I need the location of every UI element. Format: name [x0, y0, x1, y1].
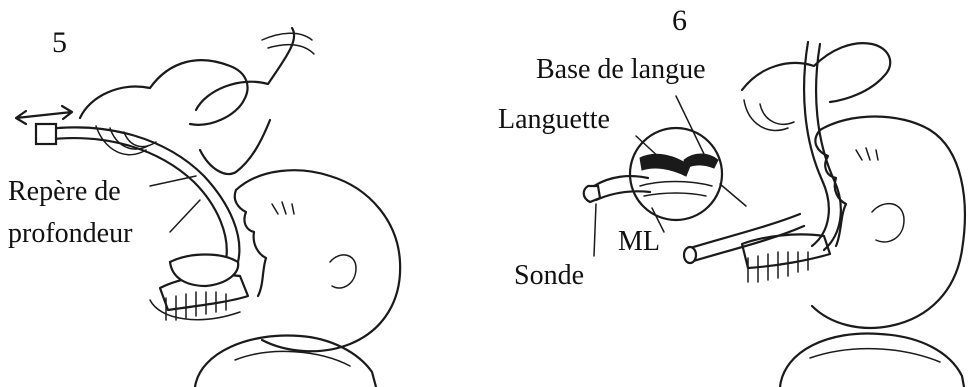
panel-6-magnifier [630, 128, 722, 220]
label-depth-mark-line1: Repère de [8, 178, 121, 206]
panel-6-probe-tube [690, 214, 804, 262]
panel-6-probe-end [684, 247, 696, 263]
label-probe: Sonde [514, 262, 584, 290]
panel-6-drawing [584, 42, 965, 387]
panel-5-connector [36, 124, 56, 144]
panel-5-drawing [16, 28, 400, 387]
label-depth-mark-line2: profondeur [8, 220, 132, 248]
panel-5-pointer-line-1 [150, 176, 196, 186]
panel-6-ear [872, 204, 904, 242]
panel-5-pillow-fold [235, 351, 350, 366]
panel-5-wrist [262, 33, 314, 54]
panel-5-double-arrow [16, 106, 72, 124]
panel-number-6: 6 [672, 6, 687, 36]
label-ml: ML [618, 228, 660, 256]
panel-5-pointer-line-2 [170, 200, 200, 232]
panel-6-lens-arm [720, 184, 746, 206]
panel-5-ear [330, 255, 356, 288]
panel-6-jaw [742, 234, 830, 268]
panel-5-pillow [195, 335, 376, 387]
panel-5-teeth [166, 292, 226, 320]
panel-6-probe-tip [584, 186, 600, 202]
panel-6-head [812, 117, 965, 328]
panel-6-pillow-fold [810, 349, 940, 362]
panel-number-5: 5 [52, 28, 67, 58]
panel-6-fingers [744, 100, 794, 130]
panel-6-face [815, 130, 846, 246]
panel-6-eye [856, 148, 878, 160]
panel-5-eye [272, 202, 294, 214]
panel-5-hand-right [196, 28, 294, 174]
panel-5-hand-left [80, 60, 248, 125]
label-tab: Languette [498, 106, 610, 134]
panel-6-leader-probe [594, 204, 596, 256]
label-tongue-base: Base de langue [536, 56, 706, 84]
panel-5-head [236, 170, 400, 351]
